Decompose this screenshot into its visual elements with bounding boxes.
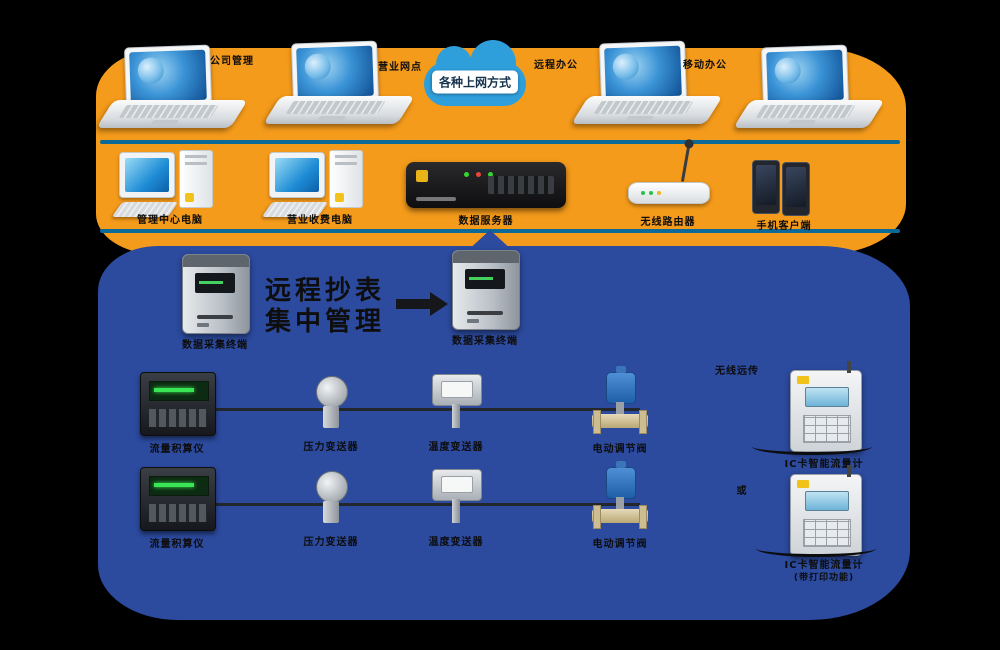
control-valve-icon [592,366,648,436]
laptop-screen [766,49,844,103]
client-caption: 远程办公 [534,60,578,71]
terminal-screen [195,273,235,293]
device-label: 流量积算仪 [149,539,205,550]
underline-stroke [756,540,876,557]
temperature-transmitter-icon [432,374,482,434]
valve-actuator [606,461,636,499]
or-text: 或 [736,486,748,497]
network-bus-line-top [100,140,900,144]
device-label: 温度变送器 [428,442,484,453]
status-led [464,172,469,177]
antenna [847,361,851,373]
zone-connector-tab [466,230,514,252]
cloud-label: 各种上网方式 [431,70,519,94]
desktop-computer-icon [261,150,373,228]
brand-badge [416,170,428,182]
globe-icon [612,53,640,81]
pipeline-connector [170,503,640,506]
server-icon [406,162,566,208]
server-ports [488,176,554,194]
device-label: IC卡智能流量计 [784,459,864,470]
monitor-screen [125,158,169,192]
device-label: 无线路由器 [640,217,696,228]
client-caption: 移动办公 [683,60,727,71]
globe-icon [137,57,165,85]
device-label: 压力变送器 [303,442,359,453]
temperature-transmitter-icon [432,469,482,529]
flow-computer-icon [140,467,216,531]
device-label: 流量积算仪 [149,444,205,455]
diagram-headline: 远程抄表 集中管理 [265,276,385,338]
computer-tower [179,150,213,208]
collector-terminal-icon [452,250,520,330]
device-label: 手机客户端 [756,221,812,232]
display-face [441,476,473,493]
card-slot [467,311,503,315]
pressure-transmitter-icon [314,471,348,529]
valve-actuator [606,366,636,404]
antenna [847,465,851,477]
device-label: 营业收费电脑 [287,215,353,226]
desktop-computer-icon [111,150,223,228]
computer-tower [329,150,363,208]
antenna [680,146,691,182]
laptop-screen [129,49,207,103]
collector-terminal-icon [182,254,250,334]
laptop-screen [604,45,682,99]
meter-screen [805,491,849,511]
device-sublabel: (带打印功能) [793,573,855,583]
device-label: 电动调节阀 [592,539,648,550]
laptop-screen [296,45,374,99]
laptop-icon [733,44,885,134]
gauge-head [316,376,348,408]
device-label: 温度变送器 [428,537,484,548]
card-slot [197,315,233,319]
pipeline-connector [170,408,640,411]
globe-icon [304,53,332,81]
device-label: 压力变送器 [303,537,359,548]
laptop-icon [263,40,415,130]
brand-badge [797,376,809,384]
lcd-display [149,381,209,401]
lcd-display [149,476,209,496]
monitor-screen [275,158,319,192]
brand-badge [797,480,809,488]
device-label: 数据采集终端 [182,340,248,351]
client-caption: 营业网点 [378,62,422,73]
annotation-text: 无线远传 [715,366,759,377]
device-label: 数据采集终端 [452,336,518,347]
underline-stroke [752,438,872,455]
display-face [441,381,473,398]
control-valve-icon [592,461,648,531]
status-led [641,191,645,195]
client-caption: 公司管理 [210,56,254,67]
globe-icon [774,57,802,85]
wifi-router-icon [628,146,710,204]
device-label: 电动调节阀 [592,444,648,455]
device-label: 管理中心电脑 [137,215,203,226]
smartphone-icon [752,160,812,216]
device-label: IC卡智能流量计 [784,560,864,571]
headline-line1: 远程抄表 [265,276,386,306]
arrow-right-icon [396,292,448,316]
device-label: 数据服务器 [458,216,514,227]
terminal-screen [465,269,505,289]
gauge-head [316,471,348,503]
pressure-transmitter-icon [314,376,348,434]
headline-line2: 集中管理 [265,307,386,338]
meter-screen [805,387,849,407]
flow-computer-icon [140,372,216,436]
cloud-icon: 各种上网方式 [420,40,530,118]
